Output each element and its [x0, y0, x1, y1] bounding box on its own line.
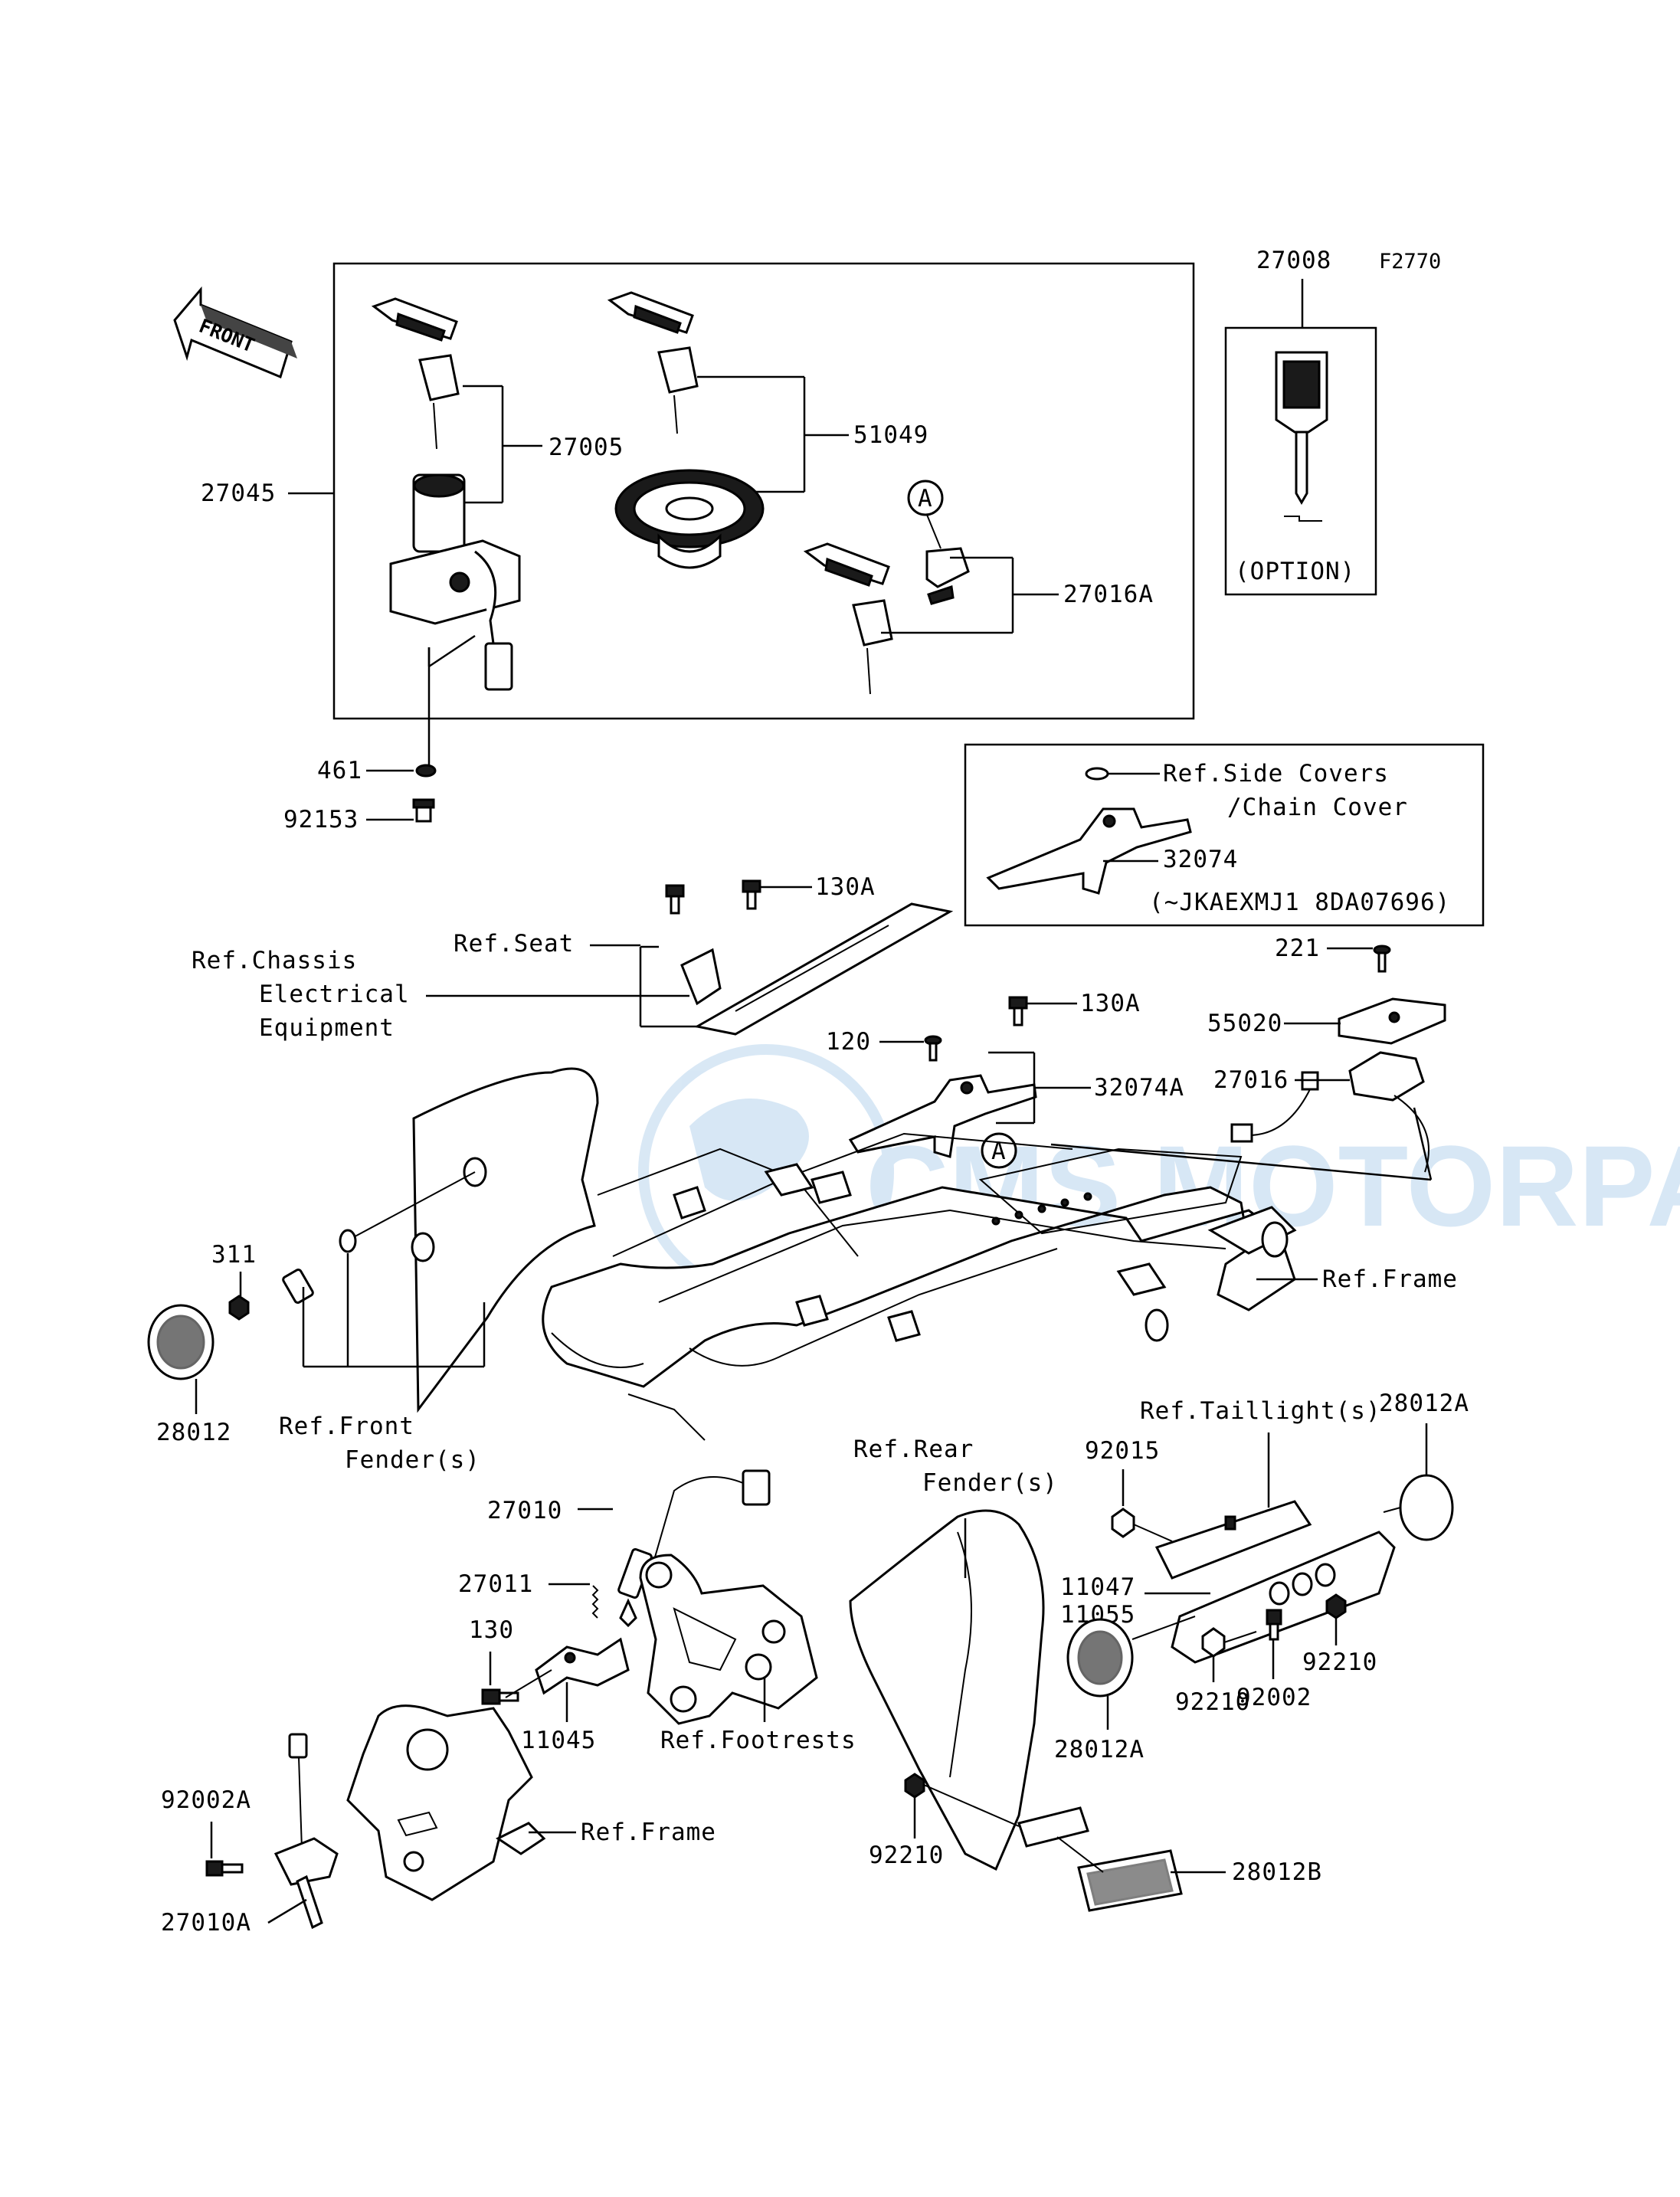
label-130: 130: [469, 1616, 514, 1644]
reflector-icon: [1077, 1849, 1183, 1912]
label-27010: 27010: [487, 1497, 562, 1524]
label-28012: 28012: [156, 1419, 231, 1446]
label-92002A: 92002A: [161, 1786, 251, 1814]
bracket-icon: [986, 807, 1192, 895]
label-28012A-2: 28012A: [1054, 1736, 1145, 1763]
fuel-cap-icon: [614, 469, 765, 569]
frame-icon: [542, 1132, 1297, 1441]
label-ref-frame-2: Ref.Frame: [581, 1819, 716, 1846]
footrest-bracket-icon: [639, 1554, 818, 1725]
bolt-icon: [1008, 996, 1028, 1026]
bolt-icon: [412, 798, 435, 823]
label-311: 311: [211, 1241, 257, 1269]
label-27045: 27045: [201, 480, 276, 507]
bolt-icon: [665, 884, 685, 915]
bolt-icon: [742, 879, 761, 910]
label-221: 221: [1275, 935, 1320, 962]
label-serial-note: (~JKAEXMJ1 8DA07696): [1149, 889, 1450, 916]
spacer-icon: [282, 1269, 314, 1304]
rear-fender-icon: [849, 1509, 1089, 1871]
reflector-icon: [1066, 1618, 1134, 1698]
label-ref-rear-2: Fender(s): [922, 1469, 1058, 1497]
washer-icon: [339, 1229, 357, 1253]
side-cover-bracket-box: [964, 743, 1485, 927]
lock-plate-icon: [1338, 997, 1446, 1045]
reflector-icon: [147, 1304, 215, 1380]
label-130A-2: 130A: [1080, 990, 1141, 1017]
label-27011: 27011: [458, 1570, 533, 1598]
label-92210-3: 92210: [869, 1842, 944, 1869]
label-ref-seat: Ref.Seat: [454, 930, 574, 958]
label-chain-cover: /Chain Cover: [1227, 794, 1408, 821]
front-fender-icon: [411, 1067, 599, 1413]
spring-icon: [591, 1585, 599, 1619]
bolt-icon: [1266, 1609, 1282, 1641]
label-461: 461: [317, 757, 362, 784]
option-key-box: [1224, 326, 1377, 596]
label-ref-side-covers: Ref.Side Covers: [1163, 760, 1389, 787]
front-arrow-icon: FRONT: [173, 286, 297, 379]
nut-icon: [1325, 1593, 1347, 1619]
seat-bracket-icon: [680, 902, 954, 1036]
label-32074: 32074: [1163, 846, 1238, 873]
bolt-icon: [205, 1860, 244, 1877]
svg-text:A: A: [918, 485, 933, 512]
label-ref-taillight: Ref.Taillight(s): [1140, 1397, 1381, 1425]
label-120: 120: [826, 1028, 871, 1056]
label-27016: 27016: [1213, 1066, 1289, 1094]
key-icon: [1275, 351, 1328, 522]
reflector-icon: [1399, 1474, 1454, 1541]
label-51049: 51049: [853, 421, 928, 449]
label-92153: 92153: [283, 806, 359, 833]
label-130A: 130A: [815, 873, 876, 901]
label-ref-frame-1: Ref.Frame: [1322, 1265, 1458, 1293]
label-ref-footrests: Ref.Footrests: [660, 1727, 856, 1754]
label-55020: 55020: [1207, 1010, 1282, 1037]
label-92210-2: 92210: [1175, 1688, 1250, 1716]
label-92210-1: 92210: [1302, 1649, 1377, 1676]
label-ref-front-1: Ref.Front: [279, 1413, 414, 1440]
label-ref-rear-1: Ref.Rear: [853, 1436, 974, 1463]
label-28012A-1: 28012A: [1379, 1390, 1469, 1417]
label-27016A: 27016A: [1063, 581, 1154, 608]
label-ref-chassis-1: Ref.Chassis: [192, 947, 357, 974]
key-icon: [371, 297, 460, 450]
label-92002: 92002: [1236, 1684, 1312, 1711]
grommet-icon: [1085, 767, 1109, 781]
nut-icon: [1111, 1508, 1135, 1538]
sensor-icon: [273, 1733, 339, 1930]
washer-icon: [415, 764, 437, 778]
label-ref-chassis-2: Electrical: [259, 981, 410, 1008]
label-11047: 11047: [1060, 1573, 1135, 1601]
license-plate-bracket-icon: [1154, 1500, 1396, 1664]
label-27005: 27005: [549, 434, 624, 461]
sensor-icon: [617, 1469, 771, 1628]
bolt-icon: [481, 1688, 519, 1705]
label-ref-front-2: Fender(s): [345, 1446, 480, 1474]
nut-icon: [1201, 1627, 1226, 1658]
label-27010A: 27010A: [161, 1909, 251, 1937]
label-option: (OPTION): [1235, 558, 1355, 585]
screw-icon: [1373, 945, 1391, 973]
key-icon: [803, 542, 893, 695]
label-28012B: 28012B: [1232, 1858, 1322, 1886]
bolt-icon: [924, 1035, 942, 1062]
label-11045: 11045: [521, 1727, 596, 1754]
nut-icon: [228, 1295, 250, 1321]
callout-a-icon: A: [907, 480, 944, 516]
key-icon: [607, 291, 699, 434]
switch-bracket-icon: [535, 1637, 630, 1695]
ignition-kit-box: [332, 262, 1195, 720]
svg-text:A: A: [991, 1138, 1007, 1165]
label-ref-chassis-3: Equipment: [259, 1014, 395, 1042]
label-27008: 27008: [1256, 247, 1331, 274]
figure-code: F2770: [1379, 250, 1441, 273]
ignition-switch-icon: [389, 473, 521, 691]
label-32074A: 32074A: [1094, 1074, 1184, 1102]
callout-a-icon: A: [981, 1132, 1017, 1169]
frame-bracket-icon: [346, 1704, 546, 1901]
nut-icon: [904, 1773, 925, 1799]
label-92015: 92015: [1085, 1437, 1160, 1465]
